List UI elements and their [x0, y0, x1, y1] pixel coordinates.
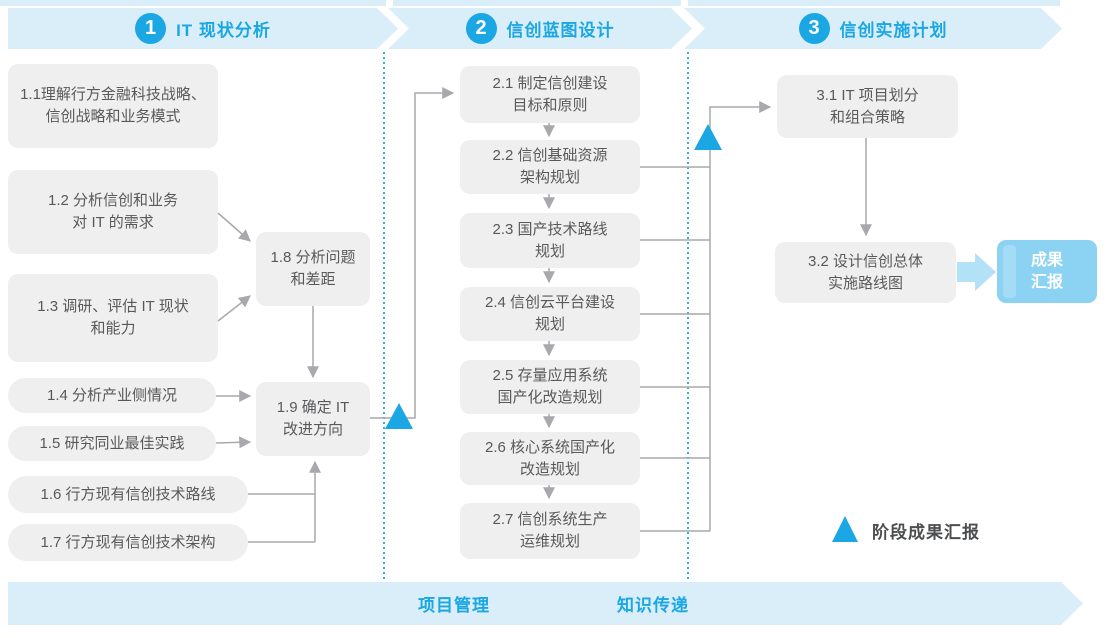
- phase2-number-badge: 2: [466, 13, 497, 44]
- phase2-title: 信创蓝图设计: [506, 21, 615, 40]
- arrow-phase2-to-3-1: [709, 101, 772, 531]
- arrow-1-3-to-1-8: [217, 295, 251, 322]
- phase1-title: IT 现状分析: [176, 21, 271, 40]
- arrow-1-2-to-1-8: [217, 212, 251, 242]
- step-box-1-7: 1.7 行方现有信创技术架构: [8, 524, 248, 561]
- step-box-2-3: 2.3 国产技术路线 规划: [460, 213, 640, 268]
- result-box-label: 成果 汇报: [1030, 251, 1063, 291]
- phase-divider-2: [687, 52, 689, 580]
- legend-triangle-icon: [832, 516, 858, 542]
- phase1-number-badge: 1: [135, 13, 166, 44]
- result-box-stripe: [1003, 245, 1016, 298]
- step-box-3-1: 3.1 IT 项目划分 和组合策略: [777, 75, 958, 138]
- top-banner-sliver-1: [0, 0, 386, 6]
- arrow-1-5-to-1-9: [215, 436, 252, 449]
- phase2-banner: 2 信创蓝图设计: [388, 8, 692, 49]
- step-box-2-4: 2.4 信创云平台建设 规划: [460, 287, 640, 341]
- phase3-number-badge: 3: [799, 13, 830, 44]
- legend-label: 阶段成果汇报: [872, 523, 980, 542]
- big-arrow-3-2-to-result-icon: [957, 253, 996, 291]
- step-box-1-1: 1.1理解行方金融科技战略、 信创战略和业务模式: [8, 64, 218, 148]
- step-box-2-2: 2.2 信创基础资源 架构规划: [460, 140, 640, 194]
- top-banner-sliver-3: [688, 0, 1060, 6]
- footer-banner: 项目管理 知识传递: [8, 582, 1083, 625]
- step-box-1-8: 1.8 分析问题 和差距: [256, 232, 370, 306]
- step-box-1-3: 1.3 调研、评估 IT 现状 和能力: [8, 274, 218, 362]
- phase3-title: 信创实施计划: [839, 21, 948, 40]
- step-box-1-9: 1.9 确定 IT 改进方向: [256, 382, 370, 456]
- phase1-banner: 1 IT 现状分析: [8, 8, 398, 49]
- step-box-1-6: 1.6 行方现有信创技术路线: [8, 476, 248, 513]
- top-banner-sliver-2: [393, 0, 681, 6]
- step-box-1-5: 1.5 研究同业最佳实践: [8, 426, 216, 461]
- result-report-box: 成果 汇报: [997, 240, 1097, 303]
- step-box-2-6: 2.6 核心系统国产化 改造规划: [460, 432, 640, 485]
- step-box-3-2: 3.2 设计信创总体 实施路线图: [775, 242, 956, 303]
- step-box-2-5: 2.5 存量应用系统 国产化改造规划: [460, 360, 640, 414]
- step-box-2-1: 2.1 制定信创建设 目标和原则: [460, 66, 640, 123]
- milestone-triangle-phase2-icon: [694, 124, 722, 150]
- footer-label-knowledge-transfer: 知识传递: [617, 596, 689, 615]
- phase3-banner: 3 信创实施计划: [684, 8, 1062, 49]
- step-box-1-4: 1.4 分析产业侧情况: [8, 378, 216, 413]
- step-box-1-2: 1.2 分析信创和业务 对 IT 的需求: [8, 170, 218, 254]
- phase-divider-1: [383, 52, 385, 580]
- footer-label-project-management: 项目管理: [418, 596, 490, 615]
- step-box-2-7: 2.7 信创系统生产 运维规划: [460, 503, 640, 559]
- milestone-triangle-phase1-icon: [385, 403, 413, 429]
